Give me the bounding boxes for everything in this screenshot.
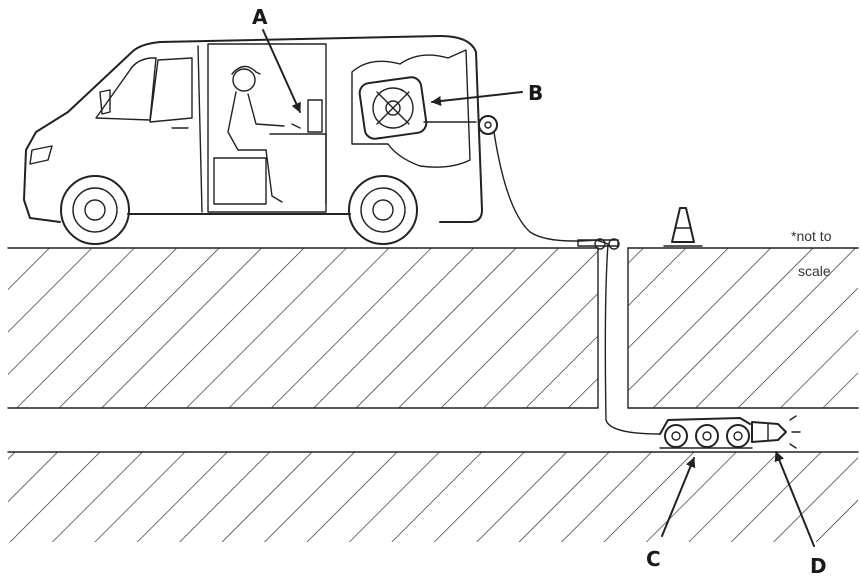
van-rear-wheel (348, 175, 418, 245)
label-b: B (528, 81, 543, 105)
van-front-wheel (60, 175, 130, 245)
callout-arrow-a (262, 29, 301, 113)
inspection-cable (493, 131, 661, 435)
callout-arrow-c (661, 457, 696, 537)
manhole-shaft (597, 247, 629, 409)
camera-head (751, 415, 801, 449)
label-c: C (646, 547, 661, 571)
label-a: A (252, 5, 268, 29)
inspection-van (23, 35, 483, 223)
scale-note-line2: scale (798, 263, 831, 279)
crawler-robot (659, 417, 753, 449)
callout-arrow-d (774, 451, 815, 547)
cable-reel (358, 76, 498, 140)
traffic-cone (663, 207, 703, 247)
lower-ground-layer (7, 451, 859, 542)
manhole-cable-guide (577, 238, 620, 250)
callout-arrow-b (431, 91, 523, 106)
label-d: D (810, 554, 827, 577)
scale-note-line1: *not to (791, 228, 832, 244)
upper-ground-layer (7, 247, 859, 409)
operator-at-control-station (213, 65, 327, 205)
